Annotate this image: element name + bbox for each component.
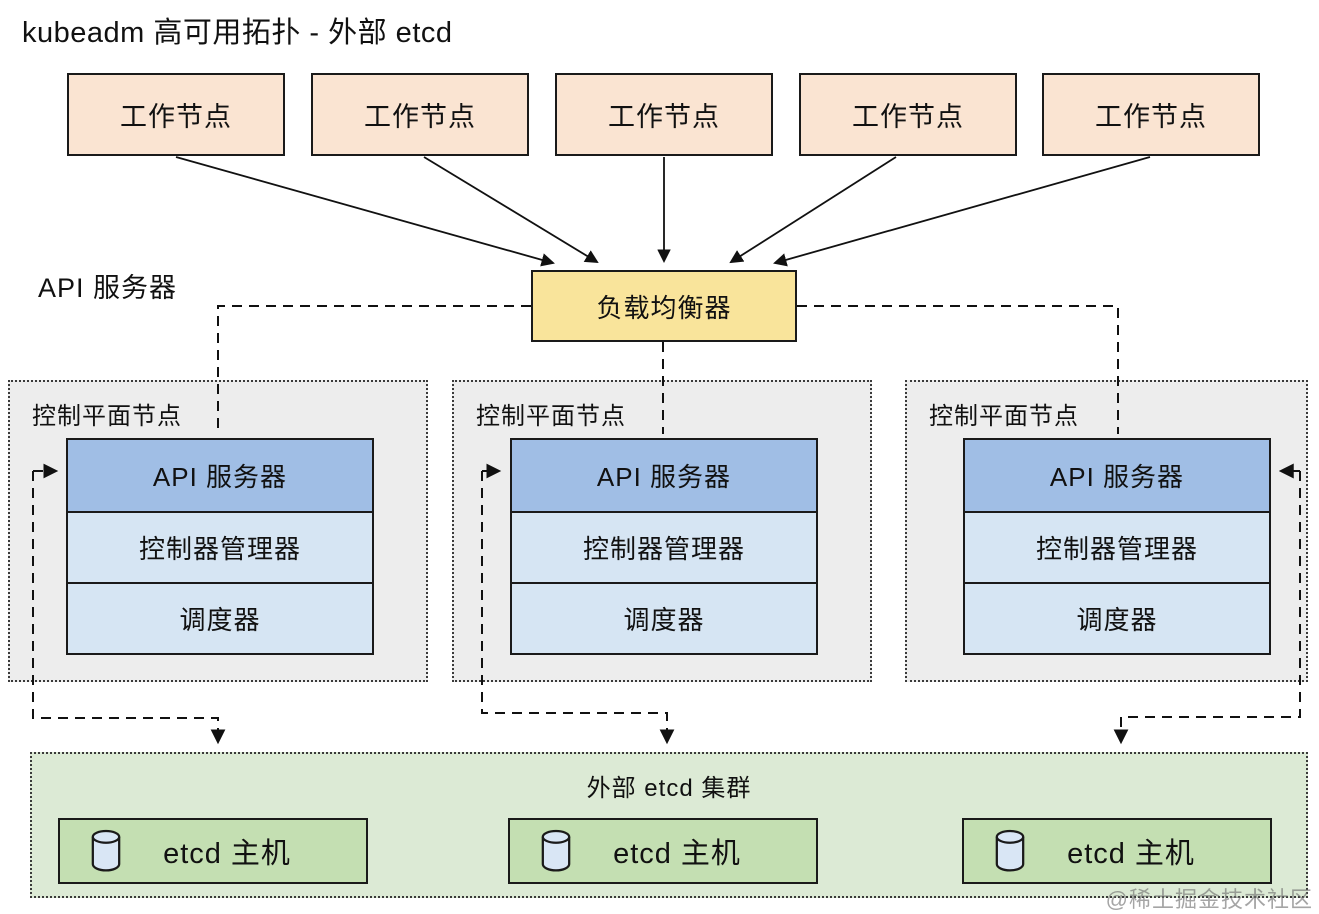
worker-node-box: 工作节点: [311, 73, 529, 156]
etcd-host-label: etcd 主机: [1067, 838, 1195, 870]
scheduler-box: 调度器: [68, 582, 372, 653]
scheduler-box: 调度器: [512, 582, 816, 653]
control-plane-label: 控制平面节点: [32, 403, 182, 430]
diagram-title: kubeadm 高可用拓扑 - 外部 etcd: [22, 17, 453, 49]
worker-to-lb-arrows: [175, 156, 1151, 267]
api-server-side-label: API 服务器: [38, 273, 178, 303]
etcd-host-box: etcd 主机: [58, 818, 368, 884]
control-plane-stack: API 服务器 控制器管理器 调度器: [510, 438, 818, 655]
etcd-host-label: etcd 主机: [613, 838, 741, 870]
worker-node-label: 工作节点: [852, 102, 964, 132]
control-plane-label: 控制平面节点: [476, 403, 626, 430]
control-plane-stack: API 服务器 控制器管理器 调度器: [66, 438, 374, 655]
controller-manager-box: 控制器管理器: [68, 511, 372, 582]
load-balancer-label: 负载均衡器: [596, 292, 732, 323]
scheduler-box: 调度器: [965, 582, 1269, 653]
control-plane-label: 控制平面节点: [929, 403, 1079, 430]
api-server-box: API 服务器: [965, 440, 1269, 511]
worker-node-box: 工作节点: [1042, 73, 1260, 156]
controller-manager-box: 控制器管理器: [512, 511, 816, 582]
control-plane-panel: 控制平面节点 API 服务器 控制器管理器 调度器: [452, 380, 872, 682]
controller-manager-box: 控制器管理器: [965, 511, 1269, 582]
load-balancer-box: 负载均衡器: [531, 270, 797, 342]
database-cylinder-icon: [994, 828, 1026, 874]
worker-node-label: 工作节点: [120, 102, 232, 132]
external-etcd-cluster-panel: 外部 etcd 集群 etcd 主机 etcd 主机: [30, 752, 1308, 898]
worker-node-label: 工作节点: [1095, 102, 1207, 132]
etcd-cluster-label: 外部 etcd 集群: [586, 775, 752, 802]
api-server-box: API 服务器: [512, 440, 816, 511]
control-plane-stack: API 服务器 控制器管理器 调度器: [963, 438, 1271, 655]
watermark: @稀土掘金技术社区: [1105, 887, 1313, 912]
control-plane-panel: 控制平面节点 API 服务器 控制器管理器 调度器: [8, 380, 428, 682]
worker-node-box: 工作节点: [799, 73, 1017, 156]
etcd-host-box: etcd 主机: [508, 818, 818, 884]
worker-node-box: 工作节点: [67, 73, 285, 156]
database-cylinder-icon: [90, 828, 122, 874]
worker-node-label: 工作节点: [364, 102, 476, 132]
worker-node-box: 工作节点: [555, 73, 773, 156]
etcd-host-box: etcd 主机: [962, 818, 1272, 884]
database-cylinder-icon: [540, 828, 572, 874]
api-server-box: API 服务器: [68, 440, 372, 511]
worker-node-label: 工作节点: [608, 102, 720, 132]
etcd-host-label: etcd 主机: [163, 838, 291, 870]
control-plane-panel: 控制平面节点 API 服务器 控制器管理器 调度器: [905, 380, 1308, 682]
